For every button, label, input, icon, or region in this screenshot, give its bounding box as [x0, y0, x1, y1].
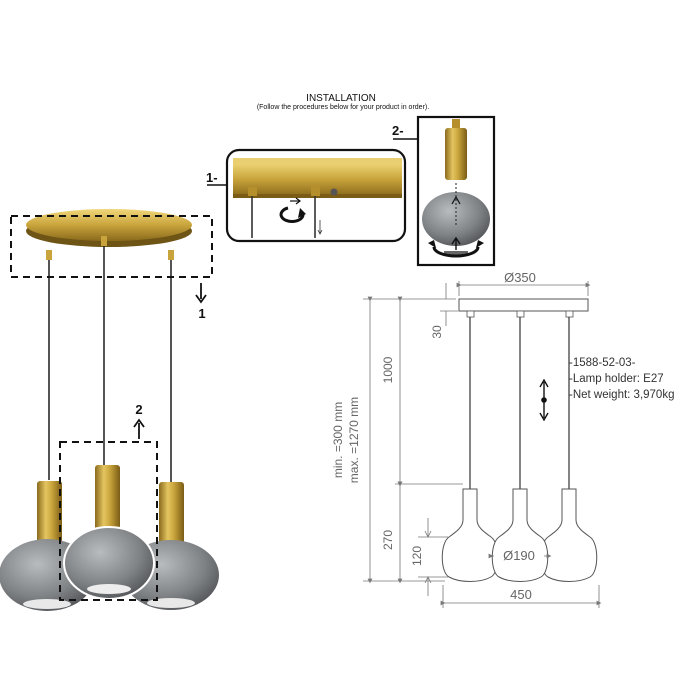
holder-right	[159, 482, 184, 554]
arrow-up-icon	[133, 418, 145, 439]
canopy-height-dim: 30	[430, 325, 444, 339]
tech-canopy	[458, 298, 589, 312]
arrow-down-icon	[195, 283, 207, 304]
step1-detail: 1-	[206, 148, 407, 243]
tech-pendant-right	[540, 488, 598, 582]
step2-detail: 2-	[392, 115, 496, 267]
holder-left	[37, 481, 62, 553]
installation-title: INSTALLATION	[306, 93, 376, 104]
shade-right-opening	[147, 598, 195, 608]
holder-center	[95, 465, 120, 537]
spec-lamp-holder: -Lamp holder: E27	[569, 373, 664, 385]
technical-drawing: Ø190 Ø350 450 min. =300 mm max. =1270 mm…	[331, 270, 602, 608]
tech-pendant-center	[491, 488, 549, 582]
dashed-box-canopy	[10, 215, 213, 278]
step-marker-2: 2	[135, 402, 142, 417]
canopy-diameter-dim: Ø350	[504, 270, 536, 285]
spec-model: -1588-52-03-	[569, 357, 636, 369]
rotate-icon	[279, 197, 306, 223]
cord-grip-center	[101, 236, 107, 246]
shade-total-height-dim: 270	[381, 530, 395, 550]
cord-length-dim: 1000	[381, 356, 395, 383]
shade-height-dim: 120	[410, 546, 424, 566]
shade-diameter-dim: Ø190	[503, 548, 535, 563]
product-illustration: 1 2	[0, 209, 219, 611]
tech-pendant-left	[441, 488, 499, 582]
min-length-dim: min. =300 mm	[331, 402, 345, 478]
overall-width-dim: 450	[510, 587, 532, 602]
shade-center-opening	[87, 584, 131, 594]
canopy-top	[26, 209, 192, 241]
max-length-dim: max. =1270 mm	[347, 397, 361, 483]
step2-holder	[445, 128, 467, 180]
cord-grip-left	[46, 250, 52, 260]
cord-grip-right	[168, 250, 174, 260]
spec-net-weight: -Net weight: 3,970kg	[569, 389, 674, 401]
adjustable-height-icon	[539, 378, 549, 422]
shade-left-opening	[23, 599, 71, 609]
step1-label: 1-	[206, 170, 218, 185]
dashed-box-shade	[59, 441, 158, 601]
step2-label: 2-	[392, 123, 404, 138]
rotate-icon	[428, 240, 484, 258]
installation-subtitle: (Follow the procedures below for your pr…	[257, 104, 429, 111]
step-marker-1: 1	[198, 306, 205, 321]
